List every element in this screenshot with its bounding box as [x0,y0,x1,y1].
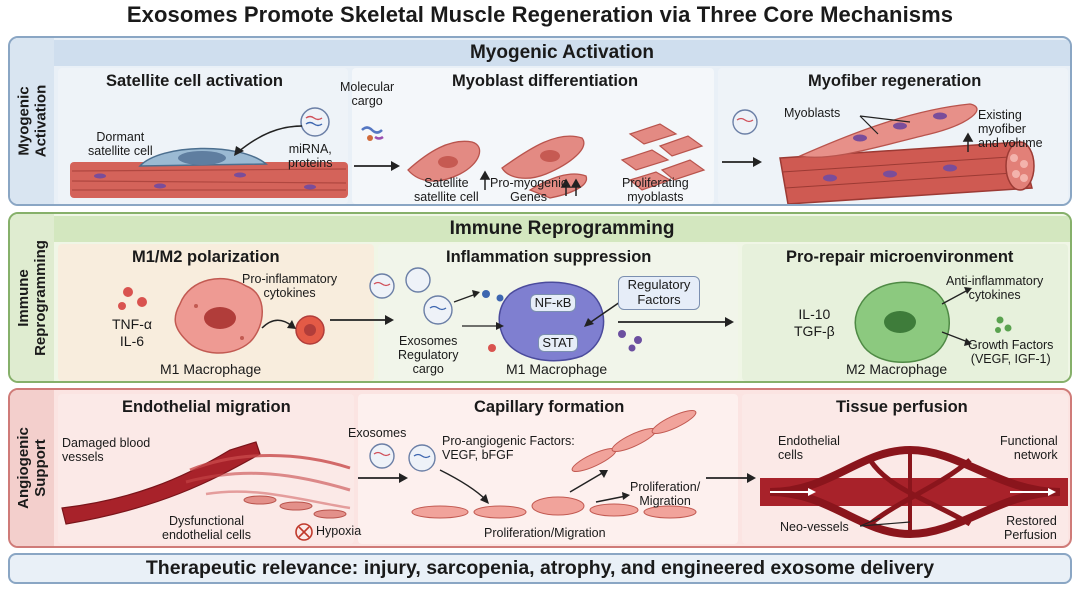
myogenic-side-label: Myogenic Activation [10,38,54,204]
exosome-vesicle-icon [732,109,758,135]
myoblast-differentiation-title: Myoblast differentiation [452,72,639,90]
existing-myofiber-label: Existing myofiber and volume [978,108,1043,150]
immune-header: Immune Reprogramming [54,216,1070,242]
dormant-satellite-cell-shape [138,147,269,167]
m1-macrophage-shape [174,278,263,354]
immune-side-label: Immune Reprogramming [10,214,54,381]
molecular-cargo-label: Molecular cargo [340,80,395,108]
m1-macrophage-label: M1 Macrophage [160,361,262,377]
regulatory-factors-box: Regulatory Factors [618,276,700,310]
muscle-tissue-strip [70,162,348,198]
proliferation-migration-label: Proliferation/ Migration [630,480,701,508]
angiogenic-illustration [61,409,1068,541]
myoblasts-label: Myoblasts [784,106,841,120]
inflammation-suppression-title: Inflammation suppression [446,248,652,266]
il10-tgfb-label: IL-10 TGF-β [794,306,835,339]
functional-network-label: Functional network [1000,434,1058,462]
therapeutic-relevance-banner: Therapeutic relevance: injury, sarcopeni… [8,553,1072,584]
anti-inflammatory-label: Anti-inflammatory cytokines [946,274,1044,302]
hypoxia-label: Hypoxia [316,524,362,538]
tissue-perfusion-title: Tissue perfusion [836,398,968,416]
damaged-vessels-label: Damaged blood vessels [62,436,151,464]
nfkb-box: NF-κB [530,294,576,312]
neo-vessels-label: Neo-vessels [780,520,849,534]
perfused-vessel-network-shape [760,445,1068,539]
myofiber-bundle-shape [779,103,1035,204]
satellite-cell-label: Satellite satellite cell [414,176,479,204]
up-arrow-icon [962,132,974,152]
growth-factors-label: Growth Factors (VEGF, IGF-1) [968,338,1054,366]
proliferating-myoblasts-label: Proliferating myoblasts [622,176,689,204]
mirna-proteins-label: miRNA, proteins [288,142,333,170]
up-arrow-icon [479,170,582,196]
signaling-dots-icon [482,290,642,352]
growth-factor-dots-icon [995,316,1012,333]
proliferation-migration-bottom-label: Proliferation/Migration [484,526,606,540]
stat-box: STAT [538,334,578,352]
dormant-satellite-label: Dormant satellite cell [88,130,153,158]
page-title: Exosomes Promote Skeletal Muscle Regener… [126,2,954,27]
myogenic-activation-section: Myogenic Activation Myogenic Activation [8,36,1072,206]
endothelial-migration-title: Endothelial migration [122,398,291,416]
m1-macrophage-suppressed-label: M1 Macrophage [506,361,608,377]
capillary-formation-title: Capillary formation [474,398,625,416]
myogenic-header: Myogenic Activation [54,40,1070,66]
pro-repair-title: Pro-repair microenvironment [786,248,1014,266]
dysfunctional-cells-label: Dysfunctional endothelial cells [162,514,251,542]
exosomes-cargo-label: Exosomes Regulatory cargo [398,334,459,376]
immune-illustration [118,267,1012,364]
exosomes-label: Exosomes [348,426,407,440]
exosome-vesicle-icon [369,267,453,325]
endothelial-cells-label: Endothelial cells [778,434,840,462]
angiogenic-side-label: Angiogenic Support [10,390,54,546]
perfusion-panel [742,394,1068,544]
cytokine-dots-icon [118,287,147,310]
tnf-il6-label: TNF-α IL-6 [112,316,152,349]
inflamed-cell-shape [295,315,325,345]
hypoxia-icon [295,523,313,541]
satellite-cell-shape [407,140,481,182]
pro-inflammatory-label: Pro-inflammatory cytokines [242,272,338,300]
proliferating-myoblasts-shape [620,123,706,191]
m2-macrophage-shape [854,281,950,364]
pro-angiogenic-label: Pro-angiogenic Factors: VEGF, bFGF [442,434,575,462]
immune-reprogramming-section: Immune Reprogramming Immune Reprogrammin… [8,212,1072,383]
satellite-cell-activation-title: Satellite cell activation [106,72,283,90]
damaged-vessel-shape [61,441,351,525]
m1-m2-polarization-title: M1/M2 polarization [132,248,280,266]
exosome-vesicle-icon [369,443,436,472]
molecular-cargo-icon [361,126,384,141]
angiogenic-support-section: Angiogenic Support [8,388,1072,548]
pro-myogenic-genes-label: Pro-myogenic Genes [490,176,568,204]
m2-macrophage-label: M2 Macrophage [846,361,948,377]
exosome-vesicle-icon [300,107,330,137]
myofiber-regeneration-title: Myofiber regeneration [808,72,982,90]
differentiating-myoblast-shape [501,135,588,199]
restored-perfusion-label: Restored Perfusion [1004,514,1057,542]
endothelial-cells-sprouting-shape [411,409,697,519]
myogenic-illustration [70,103,1035,204]
